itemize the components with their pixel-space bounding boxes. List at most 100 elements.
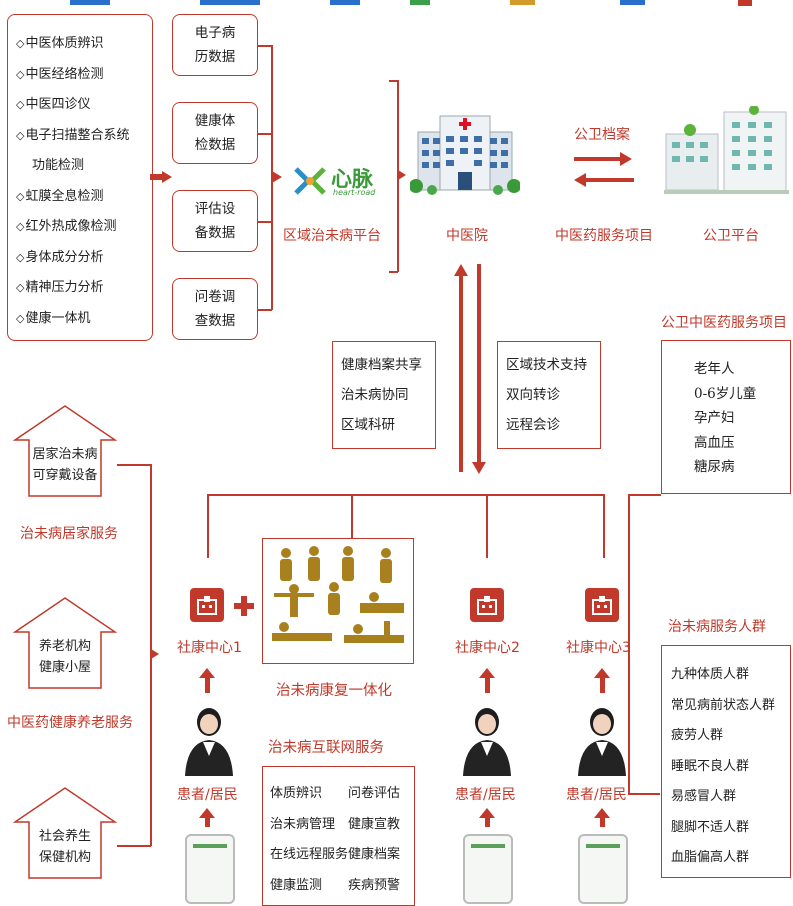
patient-label-2: 患者/居民	[455, 787, 516, 803]
device-item: 红外热成像检测	[16, 212, 152, 243]
rehab-figures-icon	[272, 546, 404, 643]
up-arrow-icon	[594, 668, 610, 678]
support-item: 远程会诊	[506, 417, 560, 433]
right-arrow-icon	[151, 649, 159, 659]
sharing-item: 区域科研	[341, 417, 395, 433]
crowd-title: 治未病服务人群	[668, 619, 766, 635]
crowd-item: 九种体质人群	[671, 667, 750, 682]
internet-item: 在线远程服务	[270, 847, 349, 862]
public-service-item: 孕产妇	[694, 410, 735, 426]
right-arrow-icon	[272, 171, 282, 183]
right-arrow-icon	[150, 171, 172, 183]
bracket-line	[389, 271, 398, 273]
archive-label: 公卫档案	[574, 127, 630, 143]
bracket-line	[258, 309, 272, 311]
distribution-line	[351, 494, 353, 538]
house-wellness: 社会养生 保健机构	[13, 786, 117, 880]
crowd-item: 腿脚不适人群	[671, 819, 750, 835]
internet-service-label: 治未病互联网服务	[268, 740, 384, 756]
house-elderly-care: 养老机构 健康小屋	[13, 596, 117, 690]
rehab-image	[262, 538, 414, 664]
person-icon	[574, 704, 630, 776]
community-center-3-icon	[585, 588, 619, 622]
bracket-line	[628, 494, 661, 496]
public-platform-building-icon	[664, 105, 789, 198]
internet-row: 在线远程服务健康档案	[270, 840, 414, 871]
phone-icon	[185, 834, 235, 904]
up-arrow-icon	[199, 668, 215, 678]
up-arrow-stem	[485, 677, 490, 693]
bracket-line	[258, 133, 272, 135]
internet-row: 健康监测 疾病预警	[270, 871, 414, 902]
patient-label-1: 患者/居民	[177, 787, 238, 803]
exchange-arrows-icon	[574, 150, 634, 190]
plus-icon	[234, 596, 254, 616]
community-center-1-icon	[190, 588, 224, 622]
support-item: 区域技术支持	[506, 357, 587, 373]
internet-item: 健康档案	[348, 847, 401, 862]
person-icon	[459, 704, 515, 776]
logo-sub: heart-road	[333, 188, 376, 197]
distribution-line	[207, 494, 604, 496]
crowd-item: 血脂偏高人群	[671, 850, 750, 865]
public-service-item: 0-6岁儿童	[694, 385, 757, 402]
crowd-item: 易感冒人群	[671, 789, 737, 804]
sharing-item: 治未病协同	[341, 387, 409, 403]
hospital-label: 中医院	[446, 228, 488, 244]
internet-item: 健康监测	[270, 877, 323, 893]
public-platform-label: 公卫平台	[703, 228, 759, 244]
center-3-label: 社康中心3	[566, 640, 631, 656]
up-arrow-icon	[594, 808, 610, 818]
up-arrow-icon	[199, 808, 215, 818]
vertical-exchange-arrows-icon	[453, 264, 489, 476]
logo-name: 心脉	[331, 167, 373, 191]
crowd-item: 常见病前状态人群	[671, 697, 776, 713]
up-arrow-icon	[479, 668, 495, 678]
data-box-checkup: 健康体 检数据	[172, 102, 258, 164]
house-label: 社会养生 保健机构	[38, 829, 91, 865]
elderly-service-label: 中医药健康养老服务	[7, 715, 133, 731]
platform-label: 区域治未病平台	[283, 228, 381, 244]
rehab-label: 治未病康复一体化	[276, 683, 392, 699]
bracket-line	[258, 221, 272, 223]
device-item: 中医体质辨识	[16, 29, 152, 60]
device-item: 中医四诊仪	[16, 90, 152, 121]
data-box-assessment: 评估设 备数据	[172, 190, 258, 252]
phone-icon	[463, 834, 513, 904]
data-box-survey: 问卷调 查数据	[172, 278, 258, 340]
public-service-title: 公卫中医药服务项目	[661, 315, 787, 331]
logo-mark-icon	[294, 167, 326, 195]
public-service-item: 老年人	[694, 361, 735, 377]
person-icon	[181, 704, 237, 776]
bracket-line	[628, 494, 630, 794]
top-strip	[0, 0, 793, 8]
internet-item: 疾病预警	[348, 877, 401, 893]
device-item: 功能检测	[32, 158, 85, 173]
internet-item: 健康宣教	[348, 816, 401, 832]
public-service-item: 高血压	[694, 434, 735, 451]
device-item: 身体成分分析	[16, 243, 152, 274]
hospital-building-icon	[409, 104, 521, 199]
internet-item: 体质辨识	[270, 786, 323, 801]
internet-item: 治未病管理	[270, 816, 336, 832]
up-arrow-stem	[485, 817, 490, 827]
support-box: 区域技术支持 双向转诊 远程会诊	[497, 341, 601, 449]
device-list-box: 中医体质辨识 中医经络检测 中医四诊仪 电子扫描整合系统 功能检测 虹膜全息检测…	[7, 14, 153, 341]
internet-service-box: 体质辨识问卷评估 治未病管理健康宣教 在线远程服务健康档案 健康监测 疾病预警	[262, 766, 415, 906]
device-item: 健康一体机	[16, 304, 152, 335]
up-arrow-stem	[600, 677, 605, 693]
sharing-item: 健康档案共享	[341, 357, 422, 373]
public-service-item: 糖尿病	[694, 459, 735, 475]
bracket-line	[271, 45, 273, 310]
crowd-box: 九种体质人群 常见病前状态人群 疲劳人群 睡眠不良人群 易感冒人群 腿脚不适人群…	[661, 645, 791, 878]
house-label: 养老机构 健康小屋	[38, 639, 91, 675]
up-arrow-stem	[205, 817, 210, 827]
device-item: 电子扫描整合系统	[16, 121, 152, 152]
distribution-line	[486, 494, 488, 558]
bracket-line	[628, 793, 660, 795]
bracket-line	[258, 45, 272, 47]
internet-row: 体质辨识问卷评估	[270, 779, 414, 810]
internet-row: 治未病管理健康宣教	[270, 810, 414, 841]
sharing-box: 健康档案共享 治未病协同 区域科研	[332, 341, 436, 449]
bracket-line	[117, 464, 151, 466]
